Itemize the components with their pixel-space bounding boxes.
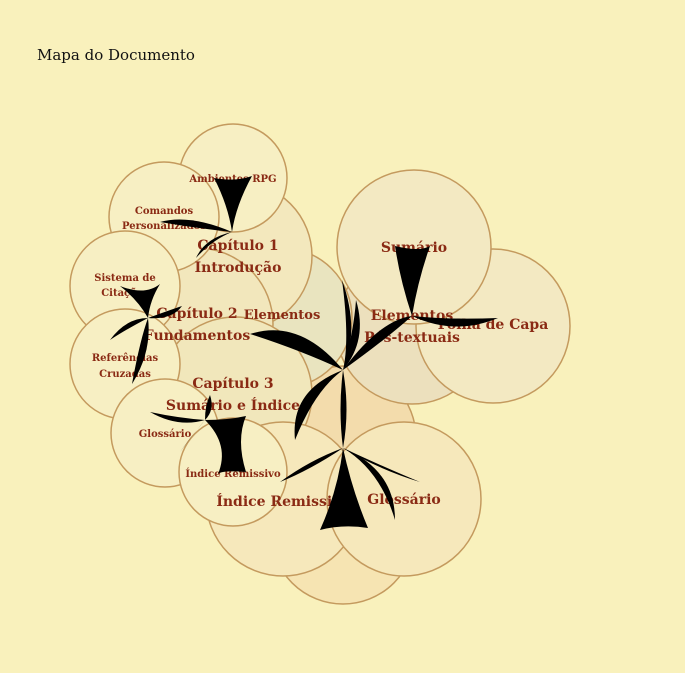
connector-cap3-left: [150, 412, 205, 423]
label-indice-large: Índice Remissivo: [216, 492, 349, 510]
connector-lower-arm: [343, 448, 395, 520]
connector-cap3-right: [205, 416, 246, 474]
node-sumario[interactable]: [336, 169, 492, 325]
label-comandos-line2: Personalizados: [122, 221, 206, 232]
page-title: Mapa do Documento: [37, 46, 195, 64]
connector-folha-star: [412, 316, 498, 327]
connector-hub-right: [343, 300, 360, 370]
label-capitulo1-title: Capítulo 1: [197, 238, 278, 254]
connector-pre-star: [343, 316, 412, 370]
label-capitulo2-subtitle: Fundamentos: [144, 328, 251, 344]
label-sistema-line1: Sistema de: [94, 273, 156, 284]
connector-lower-vertical: [340, 370, 347, 448]
connector-shapes: [110, 176, 498, 530]
label-referencias-line1: Referências: [92, 353, 159, 364]
label-indice-small: Índice Remissivo: [185, 468, 281, 480]
label-capitulo3-title: Capítulo 3: [192, 376, 273, 392]
label-glossario-large: Glossário: [367, 492, 440, 508]
connector-cap1-left: [160, 219, 232, 232]
node-glossario-large[interactable]: [326, 421, 482, 577]
label-ambientes-rpg: Ambientes RPG: [188, 174, 276, 185]
connector-hub-star: [250, 280, 352, 440]
connector-cap2-up: [120, 284, 160, 318]
connector-cap1-up: [214, 176, 252, 232]
connector-lower-down: [320, 448, 368, 530]
label-capitulo1-subtitle: Introdução: [195, 259, 282, 276]
label-glossario-small: Glossário: [139, 429, 192, 440]
connector-cap3-up: [205, 395, 212, 420]
node-indice-small[interactable]: [178, 417, 288, 527]
label-elementos: Elementos: [244, 308, 321, 323]
label-sistema-line2: Citações: [101, 288, 149, 299]
connector-lower-left: [280, 448, 343, 482]
label-referencias-line2: Cruzadas: [99, 369, 151, 380]
connector-cap2-right: [148, 306, 182, 319]
connector-cap2-down: [132, 318, 149, 384]
connector-sumario-star: [395, 246, 430, 316]
label-comandos-line1: Comandos: [135, 206, 194, 217]
label-capitulo3-subtitle: Sumário e Índice: [166, 396, 300, 414]
